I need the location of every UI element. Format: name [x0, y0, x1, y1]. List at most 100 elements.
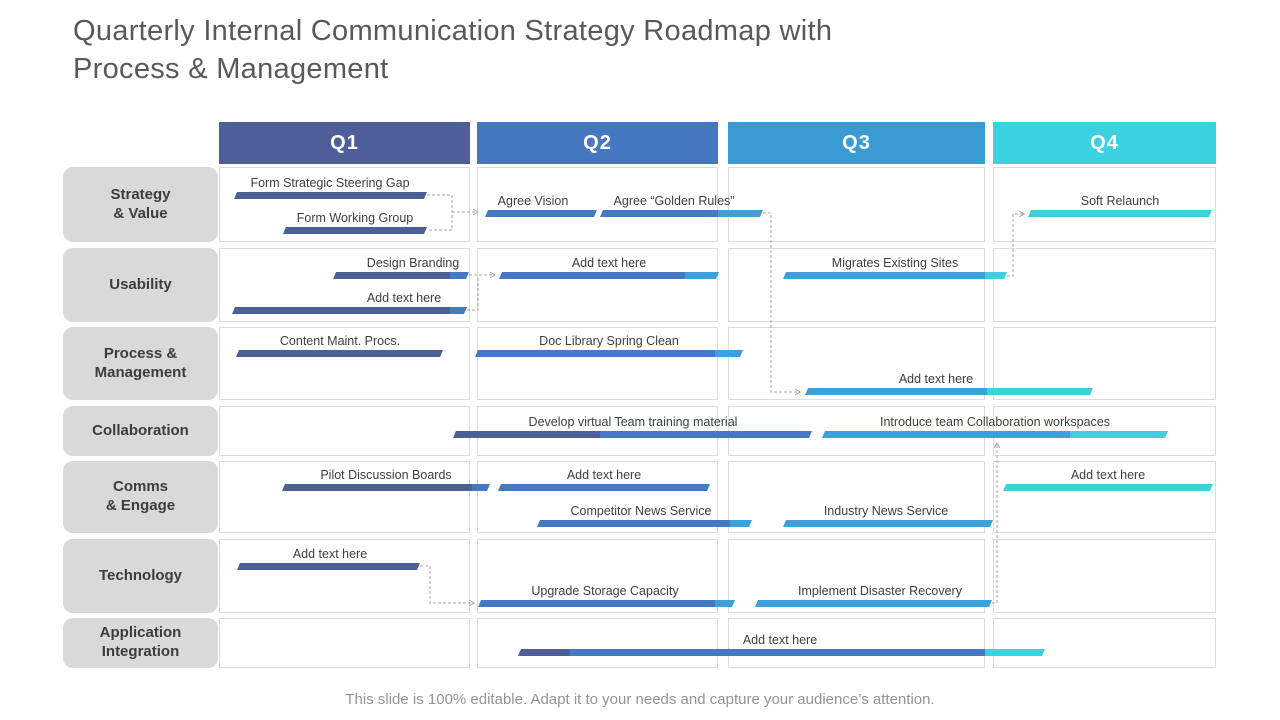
task-bar-segment	[685, 272, 719, 279]
row-label-1: Usability	[63, 248, 218, 322]
task-bar-segment	[987, 388, 1093, 395]
task-bar	[282, 484, 490, 491]
task-label: Soft Relaunch	[1080, 194, 1160, 208]
task-label: Industry News Service	[823, 504, 949, 518]
task-bar	[485, 210, 597, 217]
task-bar-segment	[783, 520, 993, 527]
task-bar-segment	[236, 350, 443, 357]
task-bar-segment	[537, 520, 730, 527]
task-bar-segment	[600, 210, 718, 217]
task-label: Upgrade Storage Capacity	[531, 584, 679, 598]
task-bar	[537, 520, 752, 527]
task-label: Implement Disaster Recovery	[798, 584, 962, 598]
quarter-header-q4: Q4	[993, 122, 1216, 164]
quarter-header-q2: Q2	[477, 122, 718, 164]
grid-cell	[219, 618, 470, 668]
task-label: Pilot Discussion Boards	[320, 468, 452, 482]
task-label: Add text here	[566, 468, 642, 482]
task-label: Add text here	[366, 291, 442, 305]
task-bar	[1003, 484, 1213, 491]
task-label: Add text here	[292, 547, 368, 561]
row-label-6: Application Integration	[63, 618, 218, 668]
row-label-5: Technology	[63, 539, 218, 613]
task-bar	[237, 563, 420, 570]
task-bar-segment	[234, 192, 427, 199]
task-bar-segment	[715, 600, 735, 607]
task-bar	[822, 431, 1168, 438]
task-bar-segment	[450, 272, 469, 279]
task-bar	[600, 210, 763, 217]
task-bar-segment	[450, 307, 467, 314]
task-bar	[783, 520, 993, 527]
task-bar	[234, 192, 427, 199]
task-bar-segment	[805, 388, 987, 395]
task-bar-segment	[499, 272, 685, 279]
task-bar	[755, 600, 992, 607]
task-bar-segment	[985, 272, 1007, 279]
row-label-3: Collaboration	[63, 406, 218, 456]
task-bar	[475, 350, 743, 357]
row-label-0: Strategy & Value	[63, 167, 218, 242]
grid-cell	[728, 618, 985, 668]
row-label-2: Process & Management	[63, 327, 218, 400]
task-bar-segment	[1070, 431, 1168, 438]
task-bar-segment	[333, 272, 450, 279]
task-bar-segment	[485, 210, 597, 217]
task-bar-segment	[570, 649, 985, 656]
grid-cell	[219, 327, 470, 400]
task-label: Develop virtual Team training material	[528, 415, 738, 429]
task-bar-segment	[232, 307, 450, 314]
task-bar	[333, 272, 469, 279]
task-bar	[805, 388, 1093, 395]
task-bar-segment	[283, 227, 427, 234]
task-label: Add text here	[742, 633, 818, 647]
task-bar	[283, 227, 427, 234]
task-label: Add text here	[1070, 468, 1146, 482]
task-bar-segment	[475, 350, 715, 357]
task-label: Migrates Existing Sites	[831, 256, 959, 270]
grid-cell	[728, 327, 985, 400]
task-label: Design Branding	[366, 256, 460, 270]
task-bar-segment	[478, 600, 715, 607]
task-bar	[518, 649, 1045, 656]
task-bar-segment	[518, 649, 570, 656]
task-label: Agree “Golden Rules”	[613, 194, 735, 208]
task-bar-segment	[282, 484, 472, 491]
task-label: Content Maint. Procs.	[279, 334, 401, 348]
grid-cell	[219, 461, 470, 533]
quarter-header-q1: Q1	[219, 122, 470, 164]
task-bar-segment	[237, 563, 420, 570]
task-bar	[1028, 210, 1212, 217]
quarter-header-q3: Q3	[728, 122, 985, 164]
grid-cell	[477, 539, 718, 613]
task-label: Agree Vision	[497, 194, 569, 208]
task-label: Form Working Group	[296, 211, 414, 225]
task-bar-segment	[822, 431, 1070, 438]
task-bar	[236, 350, 443, 357]
task-bar-segment	[755, 600, 992, 607]
task-bar	[783, 272, 1007, 279]
task-label: Competitor News Service	[570, 504, 712, 518]
task-bar-segment	[783, 272, 985, 279]
task-bar	[232, 307, 467, 314]
task-bar-segment	[600, 431, 812, 438]
task-bar-segment	[730, 520, 752, 527]
task-bar	[453, 431, 812, 438]
grid-cell	[993, 248, 1216, 322]
grid-cell	[477, 167, 718, 242]
grid-cell	[728, 248, 985, 322]
task-bar-segment	[453, 431, 600, 438]
task-bar	[499, 272, 719, 279]
task-bar-segment	[1028, 210, 1212, 217]
task-label: Add text here	[571, 256, 647, 270]
row-label-4: Comms & Engage	[63, 461, 218, 533]
grid-cell	[477, 618, 718, 668]
task-label: Doc Library Spring Clean	[539, 334, 679, 348]
task-bar-segment	[718, 210, 763, 217]
grid-cell	[993, 539, 1216, 613]
task-bar	[498, 484, 710, 491]
task-label: Add text here	[898, 372, 974, 386]
grid-cell	[993, 618, 1216, 668]
grid-cell	[728, 167, 985, 242]
